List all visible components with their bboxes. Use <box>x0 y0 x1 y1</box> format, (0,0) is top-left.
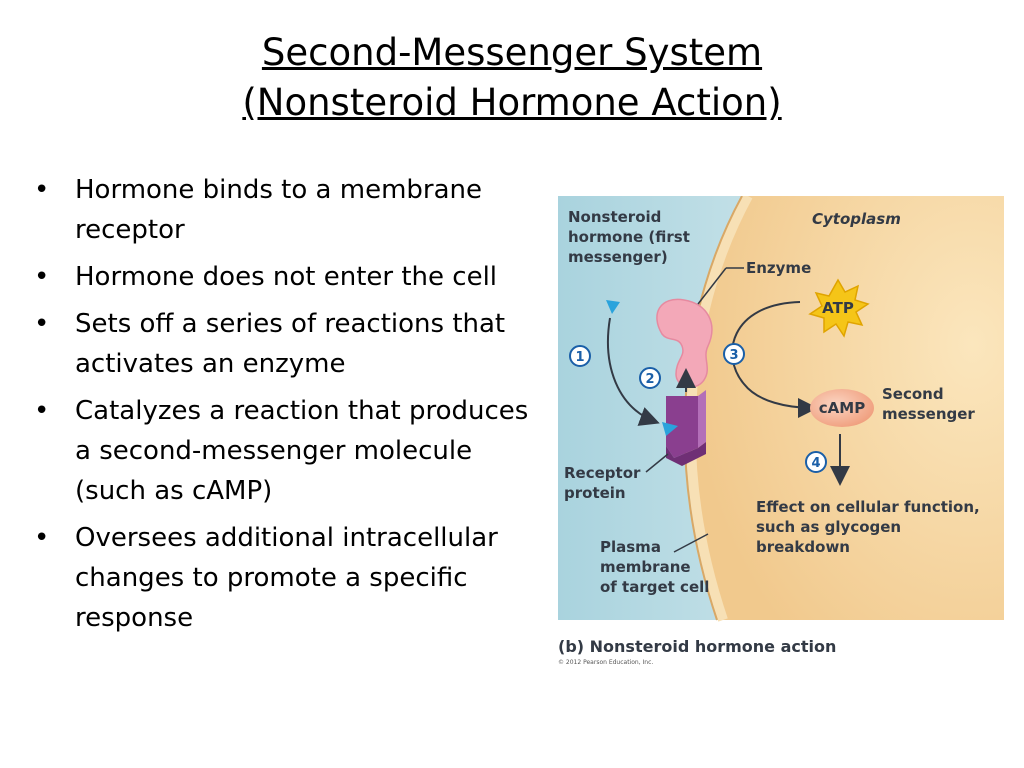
title-line-2: (Nonsteroid Hormone Action) <box>242 81 782 124</box>
step-2-icon: 2 <box>639 367 661 389</box>
bullet-dot-icon: • <box>34 309 50 339</box>
atp-label: ATP <box>822 299 854 317</box>
hormone-label: Nonsteroid hormone (first messenger) <box>568 208 695 266</box>
step-3-icon: 3 <box>723 343 745 365</box>
second-messenger-label: Second messenger <box>882 385 975 423</box>
hormone-triangle-free <box>606 300 620 314</box>
bullet-dot-icon: • <box>34 523 50 553</box>
svg-text:3: 3 <box>729 348 738 363</box>
arrow-atp-to-camp <box>731 301 818 418</box>
figure-svg: ATP cAMP 1 2 3 4 Nonsteroid hormone (f <box>558 196 1004 666</box>
hormone-triangle-bound <box>662 422 678 436</box>
bullet-dot-icon: • <box>34 396 50 426</box>
bullet-text: Catalyzes a reaction that produces a sec… <box>75 396 529 506</box>
receptor-label: Receptor protein <box>564 464 646 502</box>
bullet-item: • Catalyzes a reaction that produces a se… <box>34 391 534 511</box>
title-line-1: Second-Messenger System <box>261 31 763 74</box>
bullet-text: Sets off a series of reactions that acti… <box>75 309 506 379</box>
camp-molecule <box>810 389 874 427</box>
arrow-binding <box>606 317 660 426</box>
membrane-label: Plasma membrane of target cell <box>600 538 709 596</box>
bullet-item: • Sets off a series of reactions that act… <box>34 304 534 384</box>
bullet-list: • Hormone binds to a membrane receptor • H… <box>34 170 534 645</box>
enzyme-label: Enzyme <box>746 259 811 277</box>
camp-label: cAMP <box>819 399 865 417</box>
bullet-text: Oversees additional intracellular change… <box>75 523 498 633</box>
enzyme-shape <box>656 298 713 388</box>
svg-text:2: 2 <box>645 372 654 387</box>
bullet-dot-icon: • <box>34 175 50 205</box>
figure-caption: (b) Nonsteroid hormone action <box>558 637 836 656</box>
svg-text:4: 4 <box>811 456 820 471</box>
receptor-protein-shape <box>666 390 706 466</box>
step-1-icon: 1 <box>569 345 591 367</box>
bullet-item: • Hormone does not enter the cell <box>34 257 534 297</box>
copyright-notice: © 2012 Pearson Education, Inc. <box>558 659 653 666</box>
bullet-item: • Hormone binds to a membrane receptor <box>34 170 534 250</box>
step-4-icon: 4 <box>805 451 827 473</box>
slide-title: Second-Messenger System (Nonsteroid Horm… <box>0 28 1024 128</box>
cytoplasm-label: Cytoplasm <box>812 210 901 228</box>
svg-text:1: 1 <box>575 350 584 365</box>
bullet-dot-icon: • <box>34 262 50 292</box>
bullet-item: • Oversees additional intracellular chang… <box>34 518 534 638</box>
bullet-text: Hormone does not enter the cell <box>75 262 498 292</box>
bullet-text: Hormone binds to a membrane receptor <box>75 175 482 245</box>
atp-burst-icon <box>808 278 870 338</box>
nonsteroid-hormone-figure: ATP cAMP 1 2 3 4 Nonsteroid hormone (f <box>558 196 1004 670</box>
effect-label: Effect on cellular function, such as gly… <box>756 498 985 556</box>
